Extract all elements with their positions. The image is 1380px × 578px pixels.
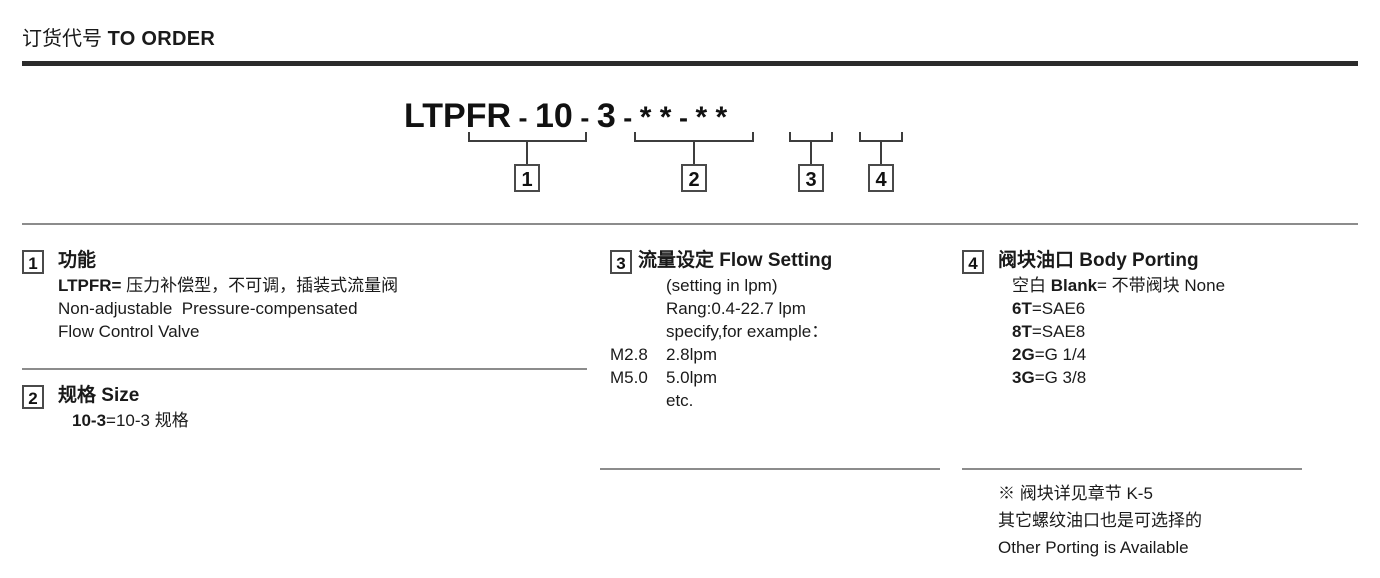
section-4-option-3g-value: =G 3/8 [1034,368,1087,387]
callout-box-1: 1 [514,164,540,192]
section-3: 3 流量设定 Flow Setting (setting in lpm) Ran… [610,248,940,412]
code-part-porting: * * [695,101,728,134]
page-title: 订货代号 TO ORDER [22,26,1358,52]
section-3-row-2: M5.0 5.0lpm [610,366,940,389]
bracket-3-bar [789,140,833,142]
section-1-code-line: LTPFR= 压力补偿型，不可调，插装式流量阀 [58,274,587,297]
bracket-4-bar [859,140,903,142]
section-4-option-8t-code: 8T [1012,322,1032,341]
code-part-size-10: 10 [535,97,573,135]
page-header: 订货代号 TO ORDER [22,26,1358,66]
callout-box-2: 2 [681,164,707,192]
section-3-number: 3 [610,250,632,274]
section-4-option-2g-value: =G 1/4 [1034,345,1087,364]
section-4-body: 阀块油口 Body Porting 空白 Blank= 不带阀块 None 6T… [998,248,1362,389]
section-1-number: 1 [22,250,44,274]
section-4-footnote-divider [962,468,1302,470]
footnote-line-3: Other Porting is Available [998,538,1189,557]
section-2-title: 规格 Size [58,385,140,406]
code-part-size-3: 3 [596,97,616,135]
section-4-title: 阀块油口 Body Porting [998,250,1199,271]
section-4: 4 阀块油口 Body Porting 空白 Blank= 不带阀块 None … [962,248,1362,389]
section-4-option-2g-code: 2G [1012,345,1035,364]
section-1-title: 功能 [58,250,97,271]
bracket-2-bar [634,140,754,142]
section-2-option: 10-3=10-3 规格 [72,409,587,432]
section-4-option-8t: 8T=SAE8 [1012,320,1362,343]
section-2-body: 规格 Size 10-3=10-3 规格 [58,383,587,432]
section-2-code: 10-3 [72,411,107,430]
section-4-option-2g: 2G=G 1/4 [1012,343,1362,366]
section-4-option-3g: 3G=G 3/8 [1012,366,1362,389]
header-divider [22,61,1358,66]
model-code-string: LTPFR - 10 - 3 - * * - * * [404,96,727,138]
page-title-cn: 订货代号 [22,28,108,50]
section-3-sub-specify: specify,for example： [666,322,829,341]
section-1-2-divider [22,368,587,370]
section-4-blank-rest: = 不带阀块 None [1097,276,1226,295]
section-3-row-3-value: etc. [666,391,694,410]
section-3-row-2-code: M5.0 [610,368,648,387]
bracket-3-tick-right [831,132,833,142]
bracket-4-tick-left [859,132,861,142]
column-middle: 3 流量设定 Flow Setting (setting in lpm) Ran… [610,248,940,412]
section-3-row-1-code: M2.8 [610,345,648,364]
section-3-row-1: M2.8 2.8lpm [610,343,940,366]
code-part-function: LTPFR [404,97,512,135]
bracket-1-bar [468,140,587,142]
section-3-title: 流量设定 Flow Setting [638,250,833,271]
code-part-flow: * * [639,101,672,134]
section-3-body: 流量设定 Flow Setting (setting in lpm) Rang:… [610,248,940,412]
section-1-code: LTPFR= [58,276,122,295]
bracket-3-tick-left [789,132,791,142]
code-separator-4: - [671,103,696,133]
section-4-option-3g-code: 3G [1012,368,1035,387]
section-1: 1 功能 LTPFR= 压力补偿型，不可调，插装式流量阀 Non-adjusta… [22,248,587,343]
main-divider [22,223,1358,225]
callout-box-3: 3 [798,164,824,192]
section-4-option-8t-value: =SAE8 [1031,322,1086,341]
bracket-2-tick-right [752,132,754,142]
section-2-number: 2 [22,385,44,409]
section-1-body: 功能 LTPFR= 压力补偿型，不可调，插装式流量阀 Non-adjustabl… [58,248,587,343]
page-title-en: TO ORDER [107,28,216,50]
footnote-block: ※ 阀块详见章节 K-5 其它螺纹油口也是可选择的 Other Porting … [998,480,1378,561]
section-3-divider [600,468,940,470]
section-3-row-2-value: 5.0lpm [666,368,718,387]
section-2-desc: =10-3 规格 [106,411,189,430]
footnote-line-2: 其它螺纹油口也是可选择的 [998,511,1202,530]
section-4-blank-cn: 空白 [1012,276,1051,295]
section-3-row-1-value: 2.8lpm [666,345,718,364]
column-right: 4 阀块油口 Body Porting 空白 Blank= 不带阀块 None … [962,248,1362,389]
bracket-4-stem [880,142,882,164]
section-1-desc-cn: 压力补偿型，不可调，插装式流量阀 [121,276,399,295]
bracket-1-tick-right [585,132,587,142]
bracket-1-stem [526,142,528,164]
section-3-sub-unit: (setting in lpm) [666,276,778,295]
bracket-1-tick-left [468,132,470,142]
callout-box-4: 4 [868,164,894,192]
section-3-row-3: etc. [610,389,940,412]
section-4-blank-code: Blank [1050,276,1098,295]
section-4-option-6t: 6T=SAE6 [1012,297,1362,320]
section-3-sub-range: Rang:0.4-22.7 lpm [666,299,806,318]
model-code-diagram: LTPFR - 10 - 3 - * * - * * 1 2 3 4 [0,96,1380,206]
code-separator-1: - [511,103,536,133]
section-2: 2 规格 Size 10-3=10-3 规格 [22,383,587,432]
section-1-desc-en1: Non-adjustable Pressure-compensated [58,299,358,318]
bracket-2-stem [693,142,695,164]
section-4-option-6t-value: =SAE6 [1031,299,1086,318]
column-left: 1 功能 LTPFR= 压力补偿型，不可调，插装式流量阀 Non-adjusta… [22,248,587,343]
code-separator-2: - [572,103,597,133]
section-1-desc-en2: Flow Control Valve [58,322,200,341]
code-separator-3: - [615,103,640,133]
section-4-option-6t-code: 6T [1012,299,1032,318]
footnote-line-1: ※ 阀块详见章节 K-5 [998,484,1153,503]
section-4-option-blank: 空白 Blank= 不带阀块 None [1012,274,1362,297]
section-4-number: 4 [962,250,984,274]
bracket-4-tick-right [901,132,903,142]
bracket-3-stem [810,142,812,164]
column-left-lower: 2 规格 Size 10-3=10-3 规格 [22,383,587,432]
bracket-2-tick-left [634,132,636,142]
